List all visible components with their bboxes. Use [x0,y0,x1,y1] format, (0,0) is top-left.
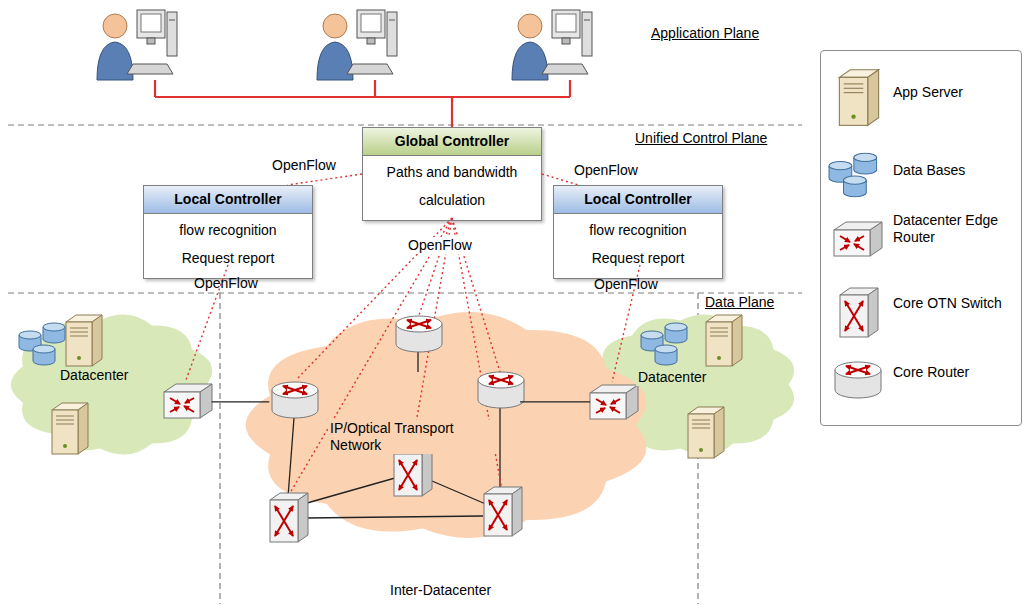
controller-body: flow recognition Request report [144,214,312,276]
controller-body: Paths and bandwidth calculation [363,156,541,218]
connector [520,401,590,402]
cloud-label: Datacenter [636,369,730,386]
legend-text: Core Router [893,364,1018,381]
cloud-label: IP/Optical Transport Network [328,420,497,454]
legend-text: App Server [893,84,1018,101]
connector [212,401,270,402]
controller-title: Local Controller [554,186,722,214]
plane-label: Application Plane [651,25,759,42]
connector [542,174,579,185]
legend-text: Core OTN Switch [893,295,1018,312]
openflow-links [186,218,640,493]
plane-label: OpenFlow [594,276,658,293]
controller-box: Local Controllerflow recognition Request… [143,185,313,279]
users [97,10,592,80]
core-links [288,352,500,518]
connector [288,174,363,185]
legend-text: Data Bases [893,162,1018,179]
network-icons [19,315,742,542]
plane-label: Inter-Datacenter [390,582,491,599]
cloud-label: Datacenter [58,367,152,384]
controller-title: Global Controller [363,128,541,156]
controller-box: Global ControllerPaths and bandwidth cal… [362,127,542,221]
plane-label: OpenFlow [272,157,336,174]
controller-title: Local Controller [144,186,312,214]
plane-label: OpenFlow [194,275,258,292]
legend-icons [829,70,882,398]
application-bus [155,80,570,127]
legend-text: Datacenter Edge Router [893,212,1018,246]
plane-label: Data Plane [705,294,774,311]
plane-label: Unified Control Plane [635,130,767,147]
controller-box: Local Controllerflow recognition Request… [553,185,723,279]
plane-separators [8,125,802,604]
cloud-outline [11,314,212,454]
plane-label: OpenFlow [574,162,638,179]
plane-label: OpenFlow [406,237,474,254]
controller-body: flow recognition Request report [554,214,722,276]
